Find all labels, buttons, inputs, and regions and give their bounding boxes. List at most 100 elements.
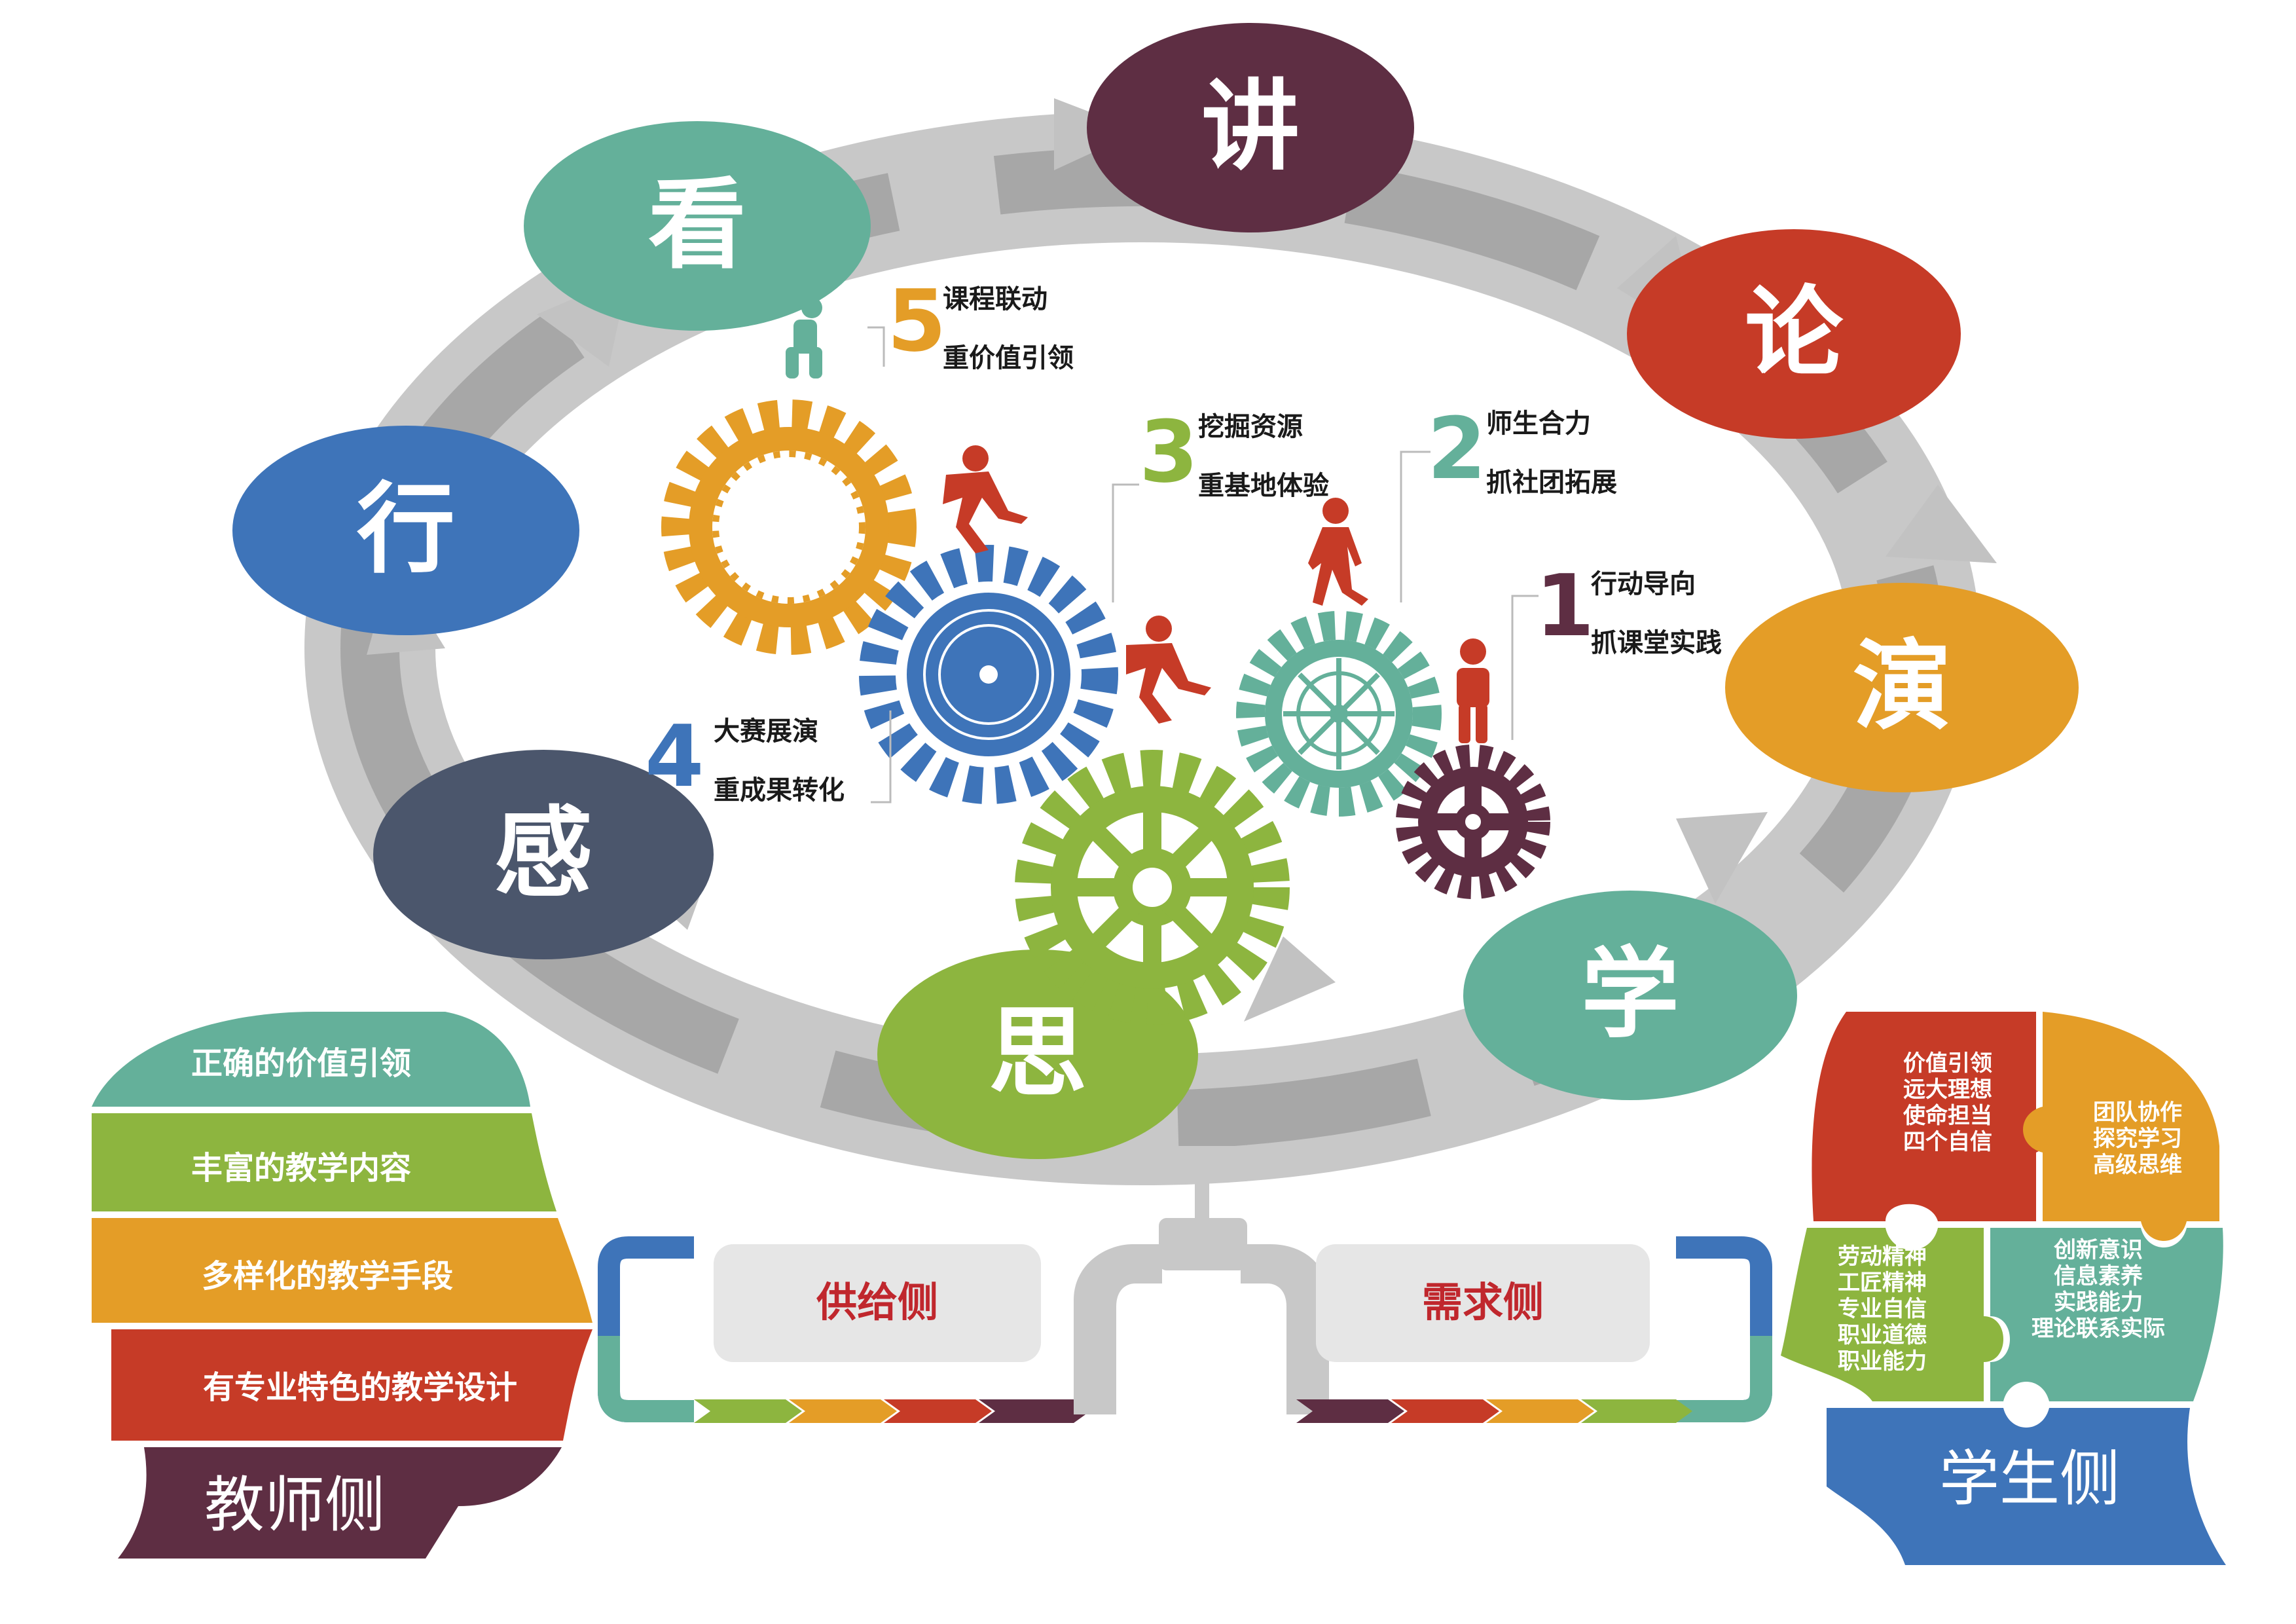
cycle-node-label: 演 bbox=[1853, 630, 1951, 744]
step-number: 3 bbox=[1139, 402, 1198, 502]
step-line: 重基地体验 bbox=[1198, 471, 1329, 501]
svg-text:团队协作: 团队协作 bbox=[2093, 1099, 2182, 1126]
svg-text:创新意识: 创新意识 bbox=[2053, 1237, 2143, 1263]
student-piece-shape bbox=[1990, 1228, 2223, 1401]
student-head: 价值引领 远大理想 使命担当 四个自信 团队协作 探究学习 高级思维 劳动精神 … bbox=[1781, 1012, 2226, 1565]
cycle-node-label: 讲 bbox=[1201, 70, 1300, 184]
student-piece-shape bbox=[1812, 1012, 2063, 1221]
cycle-node-shape bbox=[1463, 891, 1797, 1100]
cycle-node-shape bbox=[1627, 229, 1961, 439]
cycle-node-jiang[interactable]: 讲 bbox=[1087, 23, 1414, 232]
walker-icon-red bbox=[1308, 498, 1368, 606]
step-line: 重价值引领 bbox=[943, 343, 1074, 373]
step-line: 师生合力 bbox=[1486, 409, 1591, 439]
step-number: 5 bbox=[887, 271, 946, 371]
student-piece-1-text: 团队协作 探究学习 高级思维 bbox=[2093, 1099, 2182, 1178]
teacher-layer-shape bbox=[92, 1012, 530, 1107]
cycle-node-kan[interactable]: 看 bbox=[524, 121, 871, 331]
step-line: 抓课堂实践 bbox=[1591, 628, 1722, 658]
teacher-layer-shape bbox=[92, 1218, 592, 1323]
cycle-node-shape bbox=[524, 121, 871, 331]
svg-text:价值引领: 价值引领 bbox=[1903, 1050, 1992, 1077]
student-piece-3-text: 创新意识 信息素养 实践能力 理论联系实际 bbox=[2032, 1237, 2165, 1342]
ring-arrowhead bbox=[1676, 812, 1768, 904]
supply-label: 供给侧 bbox=[816, 1278, 938, 1326]
step-number: 4 bbox=[645, 707, 704, 806]
step-number: 1 bbox=[1535, 556, 1594, 655]
cycle-node-shape bbox=[1087, 23, 1414, 232]
svg-text:劳动精神: 劳动精神 bbox=[1838, 1244, 1927, 1270]
step-line: 挖掘资源 bbox=[1198, 412, 1303, 442]
runner-icon-teal bbox=[786, 297, 822, 378]
callout-connectors bbox=[867, 326, 1539, 803]
step-3-callout: 3 挖掘资源 重基地体验 bbox=[1139, 402, 1329, 502]
student-piece-shape bbox=[1781, 1228, 2003, 1401]
gear-green-icon bbox=[1015, 750, 1290, 1025]
teacher-base-shape bbox=[118, 1447, 562, 1559]
ring-arrowhead bbox=[1886, 485, 1997, 563]
cycle-node-shape bbox=[1725, 583, 2079, 792]
student-side-label: 学生侧 bbox=[1939, 1444, 2120, 1514]
teacher-layer-shape bbox=[92, 1113, 556, 1211]
svg-text:高级思维: 高级思维 bbox=[2093, 1152, 2182, 1178]
step-number: 2 bbox=[1427, 399, 1486, 498]
svg-text:职业能力: 职业能力 bbox=[1838, 1348, 1927, 1375]
teacher-layer-label: 正确的价值引领 bbox=[191, 1045, 411, 1082]
svg-text:工匠精神: 工匠精神 bbox=[1838, 1270, 1927, 1296]
supply-box[interactable] bbox=[714, 1244, 1041, 1362]
cycle-node-label: 学 bbox=[1581, 938, 1679, 1052]
svg-text:理论联系实际: 理论联系实际 bbox=[2032, 1316, 2165, 1342]
supply-bracket bbox=[598, 1236, 694, 1422]
cycle-node-label: 行 bbox=[357, 473, 455, 587]
svg-text:四个自信: 四个自信 bbox=[1903, 1129, 1992, 1155]
student-base-shape bbox=[1827, 1408, 2226, 1565]
step-line: 课程联动 bbox=[943, 284, 1048, 314]
svg-text:职业道德: 职业道德 bbox=[1838, 1322, 1927, 1348]
svg-text:使命担当: 使命担当 bbox=[1903, 1103, 1992, 1129]
step-line: 大赛展演 bbox=[714, 716, 818, 747]
svg-text:专业自信: 专业自信 bbox=[1838, 1296, 1927, 1322]
cycle-node-label: 思 bbox=[989, 997, 1087, 1111]
teacher-layer-label: 丰富的教学内容 bbox=[191, 1150, 411, 1187]
runner-icon-red bbox=[943, 445, 1028, 553]
cycle-node-label: 看 bbox=[648, 168, 746, 282]
teacher-layer-label: 多样化的教学手段 bbox=[202, 1258, 453, 1295]
supply-chevrons bbox=[694, 1399, 1090, 1423]
teacher-layer-shape bbox=[111, 1329, 592, 1441]
cycle-node-yan[interactable]: 演 bbox=[1725, 583, 2079, 792]
step-5-callout: 5 课程联动 重价值引领 bbox=[887, 271, 1074, 373]
cycle-node-shape bbox=[232, 426, 579, 635]
gear-maroon-icon bbox=[1396, 745, 1550, 899]
cycle-node-shape bbox=[373, 750, 714, 959]
cycle-node-label: 论 bbox=[1745, 276, 1844, 390]
step-1-callout: 1 行动导向 抓课堂实践 bbox=[1535, 556, 1722, 658]
gear-orange-icon bbox=[661, 399, 917, 655]
step-2-callout: 2 师生合力 抓社团拓展 bbox=[1427, 399, 1617, 498]
svg-text:实践能力: 实践能力 bbox=[2054, 1289, 2143, 1316]
cycle-node-label: 感 bbox=[494, 797, 592, 911]
cycle-node-lun[interactable]: 论 bbox=[1627, 229, 1961, 439]
student-piece-2-text: 劳动精神 工匠精神 专业自信 职业道德 职业能力 bbox=[1838, 1244, 1927, 1375]
demand-box[interactable] bbox=[1316, 1244, 1650, 1362]
svg-text:探究学习: 探究学习 bbox=[2093, 1126, 2182, 1152]
demand-bracket bbox=[1676, 1236, 1772, 1422]
cycle-node-gan[interactable]: 感 bbox=[373, 750, 714, 959]
step-line: 抓社团拓展 bbox=[1486, 468, 1617, 498]
step-line: 重成果转化 bbox=[714, 775, 845, 805]
teacher-layer-label: 有专业特色的教学设计 bbox=[203, 1369, 517, 1406]
valve-icon bbox=[1074, 1146, 1329, 1414]
gear-teal-icon bbox=[1236, 611, 1442, 817]
demand-label: 需求侧 bbox=[1422, 1278, 1544, 1326]
cycle-node-xing[interactable]: 行 bbox=[232, 426, 579, 635]
demand-chevrons bbox=[1296, 1399, 1692, 1423]
ring-arrowhead bbox=[1244, 936, 1336, 1022]
person-icon-red bbox=[1457, 638, 1489, 743]
step-line: 行动导向 bbox=[1591, 569, 1696, 599]
teacher-side-label: 教师侧 bbox=[204, 1470, 385, 1540]
pipeline: 供给侧 需求侧 bbox=[598, 1146, 1772, 1423]
svg-text:信息素养: 信息素养 bbox=[2054, 1263, 2143, 1289]
runner-icon-red bbox=[1126, 616, 1211, 724]
student-piece-0-text: 价值引领 远大理想 使命担当 四个自信 bbox=[1903, 1050, 1992, 1155]
cycle-node-xue[interactable]: 学 bbox=[1463, 891, 1797, 1100]
